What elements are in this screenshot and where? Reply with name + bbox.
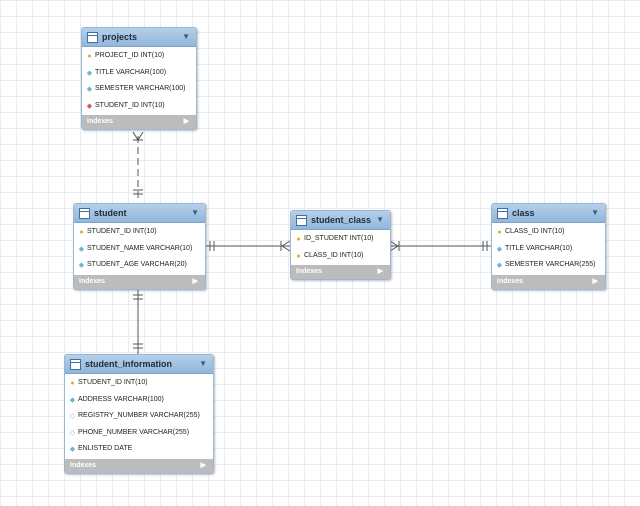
table-student_information[interactable]: student_information ▼ ●STUDENT_ID INT(10… — [64, 354, 214, 474]
primary-key-icon: ● — [296, 236, 301, 244]
column-item[interactable]: ◇PHONE_NUMBER VARCHAR(255) — [65, 425, 213, 442]
column-item[interactable]: ◆TITLE VARCHAR(100) — [82, 65, 196, 82]
collapse-arrow-icon[interactable]: ▼ — [591, 208, 599, 217]
column-list: ●CLASS_ID INT(10) ◆TITLE VARCHAR(10) ◆SE… — [492, 223, 605, 275]
nullable-column-diamond-icon: ◇ — [69, 429, 76, 437]
table-projects[interactable]: projects ▼ ●PROJECT_ID INT(10) ◆TITLE VA… — [81, 27, 197, 130]
table-name: class — [512, 208, 535, 218]
column-diamond-icon: ◆ — [496, 262, 503, 270]
indexes-section[interactable]: Indexes ▶ — [65, 458, 213, 473]
column-item[interactable]: ●STUDENT_ID INT(10) — [65, 375, 213, 392]
indexes-section[interactable]: Indexes ▶ — [492, 274, 605, 289]
relationship-student-student_information[interactable] — [133, 290, 143, 354]
collapse-arrow-icon[interactable]: ▼ — [376, 215, 384, 224]
indexes-section[interactable]: Indexes ▶ — [82, 115, 196, 129]
table-icon — [87, 32, 98, 43]
indexes-section[interactable]: Indexes ▶ — [74, 274, 205, 289]
column-item[interactable]: ◆STUDENT_NAME VARCHAR(10) — [74, 241, 205, 258]
column-item[interactable]: ◆STUDENT_AGE VARCHAR(20) — [74, 257, 205, 274]
nullable-column-diamond-icon: ◇ — [69, 413, 76, 421]
relationship-class-student_class[interactable] — [389, 240, 491, 252]
table-name: student_class — [311, 215, 372, 225]
table-student[interactable]: student ▼ ●STUDENT_ID INT(10) ◆STUDENT_N… — [73, 203, 206, 290]
column-diamond-icon: ◆ — [496, 245, 503, 253]
relationship-student-student_class[interactable] — [205, 240, 291, 252]
table-student_class[interactable]: student_class ▼ ●ID_STUDENT INT(10) ●CLA… — [290, 210, 391, 280]
table-icon — [296, 215, 307, 226]
column-item[interactable]: ◆ENLISTED DATE — [65, 441, 213, 458]
table-header[interactable]: student_class ▼ — [291, 211, 390, 230]
column-diamond-icon: ◆ — [86, 69, 93, 77]
column-item[interactable]: ◆TITLE VARCHAR(10) — [492, 241, 605, 258]
column-item[interactable]: ●PROJECT_ID INT(10) — [82, 48, 196, 65]
column-diamond-icon: ◆ — [86, 86, 93, 94]
column-list: ●STUDENT_ID INT(10) ◆STUDENT_NAME VARCHA… — [74, 223, 205, 275]
column-item[interactable]: ◆SEMESTER VARCHAR(100) — [82, 81, 196, 98]
table-icon — [497, 208, 508, 219]
column-diamond-icon: ◆ — [69, 396, 76, 404]
table-icon — [79, 208, 90, 219]
expand-arrow-icon[interactable]: ▶ — [200, 461, 206, 469]
table-name: student_information — [85, 359, 172, 369]
column-list: ●STUDENT_ID INT(10) ◆ADDRESS VARCHAR(100… — [65, 374, 213, 459]
primary-key-icon: ● — [79, 229, 84, 237]
column-item[interactable]: ●CLASS_ID INT(10) — [492, 224, 605, 241]
column-diamond-icon: ◆ — [78, 245, 85, 253]
column-item[interactable]: ●STUDENT_ID INT(10) — [74, 224, 205, 241]
table-header[interactable]: student_information ▼ — [65, 355, 213, 374]
collapse-arrow-icon[interactable]: ▼ — [199, 359, 207, 368]
primary-key-icon: ● — [497, 229, 502, 237]
column-item[interactable]: ◆STUDENT_ID INT(10) — [82, 98, 196, 115]
column-item[interactable]: ◆SEMESTER VARCHAR(255) — [492, 257, 605, 274]
table-name: projects — [102, 32, 138, 42]
column-list: ●ID_STUDENT INT(10) ●CLASS_ID INT(10) — [291, 230, 390, 265]
primary-key-icon: ● — [87, 53, 92, 61]
indexes-section[interactable]: Indexes ▶ — [291, 265, 390, 279]
relationship-student-projects[interactable] — [132, 131, 144, 198]
primary-key-icon: ● — [296, 252, 301, 260]
expand-arrow-icon[interactable]: ▶ — [592, 277, 598, 285]
table-header[interactable]: student ▼ — [74, 204, 205, 223]
column-diamond-icon: ◆ — [78, 262, 85, 270]
table-header[interactable]: class ▼ — [492, 204, 605, 223]
column-item[interactable]: ◇REGISTRY_NUMBER VARCHAR(255) — [65, 408, 213, 425]
collapse-arrow-icon[interactable]: ▼ — [182, 32, 190, 41]
column-item[interactable]: ●ID_STUDENT INT(10) — [291, 231, 390, 248]
primary-key-icon: ● — [70, 380, 75, 388]
table-class[interactable]: class ▼ ●CLASS_ID INT(10) ◆TITLE VARCHAR… — [491, 203, 606, 290]
column-list: ●PROJECT_ID INT(10) ◆TITLE VARCHAR(100) … — [82, 47, 196, 115]
column-item[interactable]: ●CLASS_ID INT(10) — [291, 248, 390, 265]
expand-arrow-icon[interactable]: ▶ — [183, 118, 189, 125]
column-item[interactable]: ◆ADDRESS VARCHAR(100) — [65, 392, 213, 409]
expand-arrow-icon[interactable]: ▶ — [377, 268, 383, 275]
expand-arrow-icon[interactable]: ▶ — [192, 277, 198, 285]
collapse-arrow-icon[interactable]: ▼ — [191, 208, 199, 217]
table-icon — [70, 359, 81, 370]
foreign-key-diamond-icon: ◆ — [86, 102, 93, 110]
table-name: student — [94, 208, 127, 218]
table-header[interactable]: projects ▼ — [82, 28, 196, 47]
column-diamond-icon: ◆ — [69, 446, 76, 454]
